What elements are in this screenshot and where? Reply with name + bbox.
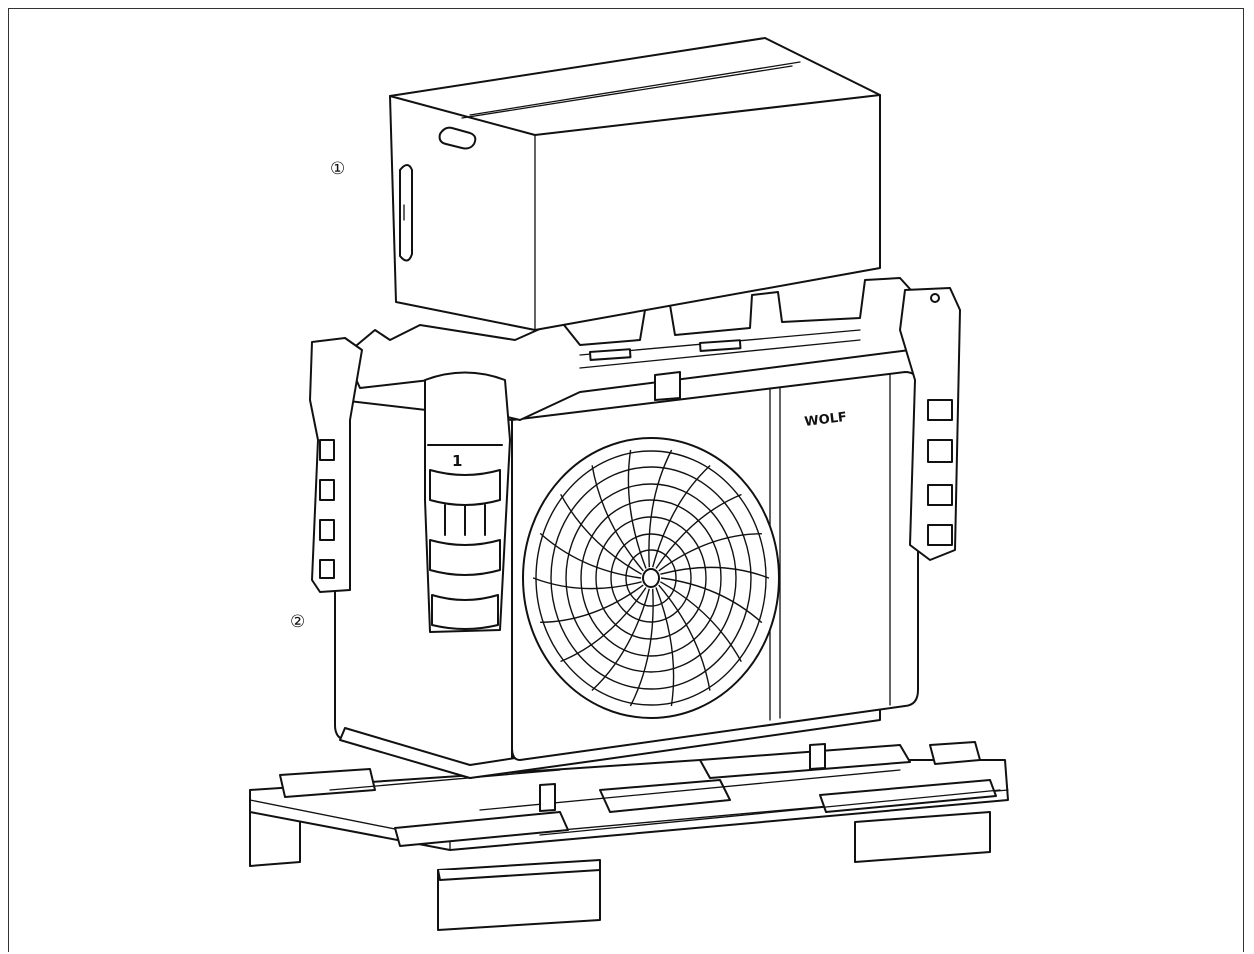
- fan-spoke: [560, 587, 647, 663]
- figure-frame: [8, 8, 1244, 952]
- fan-spoke: [627, 449, 647, 569]
- fan-spoke: [591, 465, 644, 572]
- fan-spoke: [648, 449, 673, 568]
- fan-spoke: [629, 588, 654, 707]
- callout-1: ①: [330, 159, 345, 179]
- fan-spokes: [532, 449, 770, 707]
- fan-spoke: [660, 566, 770, 579]
- fan-spoke: [539, 532, 642, 579]
- fan-spoke: [655, 493, 742, 569]
- fan-spoke: [658, 533, 762, 572]
- fan-spoke: [532, 577, 642, 590]
- fan-spoke: [540, 584, 644, 623]
- accessory-carton: [389, 37, 881, 331]
- fan-spoke: [660, 581, 742, 663]
- fan-spoke: [560, 493, 642, 575]
- fan-spoke: [652, 464, 711, 568]
- fan-spoke: [591, 588, 650, 692]
- fan-spoke: [660, 577, 763, 624]
- fan-grille: [522, 437, 780, 719]
- corner-marking: 1: [452, 452, 462, 470]
- pallet: [249, 741, 1009, 931]
- callout-2: ②: [290, 612, 305, 632]
- fan-spoke: [658, 584, 711, 691]
- top-protector: 1: [309, 277, 961, 633]
- callouts: ① ②: [290, 159, 345, 632]
- brand-logo: WOLF: [804, 410, 848, 430]
- fan-spoke: [655, 587, 675, 707]
